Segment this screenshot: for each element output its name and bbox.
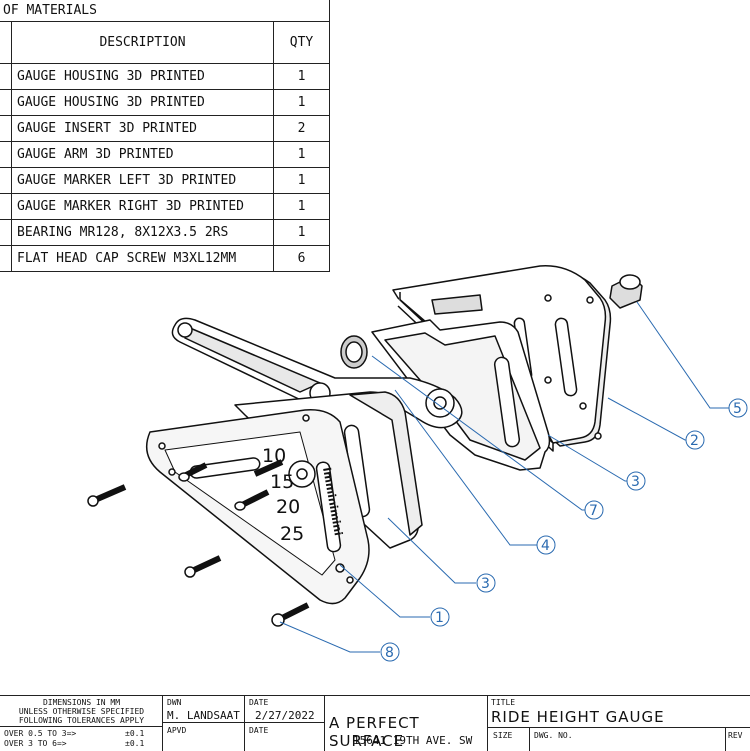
screw-icon bbox=[271, 602, 310, 627]
svg-text:2: 2 bbox=[690, 433, 699, 449]
bom-description: BEARING MR128, 8X12X3.5 2RS bbox=[12, 220, 274, 245]
screw-icon bbox=[184, 555, 222, 578]
part-bearing bbox=[340, 335, 368, 369]
bom-header-description: DESCRIPTION bbox=[12, 22, 274, 63]
bom-description: GAUGE HOUSING 3D PRINTED bbox=[12, 64, 274, 89]
bom-qty: 1 bbox=[274, 220, 330, 245]
company-name: A PERFECT SURFACE bbox=[329, 714, 420, 750]
callout-balloon: 7 bbox=[584, 500, 604, 520]
date-value: 2/27/2022 bbox=[255, 709, 315, 722]
tolerance-value: ±0.1 bbox=[125, 739, 145, 748]
part-gauge-marker bbox=[609, 274, 643, 309]
callout-balloons: 5 2 3 7 4 3 1 8 bbox=[380, 398, 748, 662]
bom-description: GAUGE MARKER LEFT 3D PRINTED bbox=[12, 168, 274, 193]
svg-text:3: 3 bbox=[481, 576, 490, 592]
screws bbox=[87, 459, 310, 627]
gauge-scale: 10 15 20 25 bbox=[262, 445, 304, 545]
apvd-date-label: DATE bbox=[249, 726, 269, 735]
size-label: SIZE bbox=[493, 731, 513, 740]
dwn-value: M. LANDSAAT bbox=[167, 709, 240, 722]
screw-icon bbox=[87, 484, 127, 507]
bom-title: OF MATERIALS bbox=[0, 0, 330, 22]
apvd-label: APVD bbox=[167, 726, 187, 735]
bom-description: GAUGE ARM 3D PRINTED bbox=[12, 142, 274, 167]
part-gauge-insert-back bbox=[371, 319, 551, 471]
screw-icon bbox=[178, 462, 208, 482]
bom-qty: 1 bbox=[274, 90, 330, 115]
rev-label: REV bbox=[728, 731, 743, 740]
date-label: DATE bbox=[249, 698, 269, 707]
bom-qty: 1 bbox=[274, 64, 330, 89]
bom-qty: 1 bbox=[274, 142, 330, 167]
callout-balloon: 5 bbox=[728, 398, 748, 418]
callout-balloon: 3 bbox=[626, 471, 646, 491]
screw-icon bbox=[234, 489, 270, 511]
bom-header-row: DESCRIPTION QTY bbox=[0, 22, 330, 64]
tolerance-value: ±0.1 bbox=[125, 729, 145, 738]
tolerance-range: OVER 3 TO 6=> bbox=[4, 739, 67, 748]
bom-qty: 6 bbox=[274, 246, 330, 271]
callout-balloon: 4 bbox=[536, 535, 556, 555]
company-address: 15641 19TH AVE. SW bbox=[353, 734, 473, 747]
title-label: TITLE bbox=[491, 698, 516, 707]
bom-qty: 1 bbox=[274, 194, 330, 219]
dwn-label: DWN bbox=[167, 698, 182, 707]
screw-icon bbox=[253, 459, 284, 477]
exploded-assembly-drawing: 10 15 20 25 Imminimini bbox=[87, 265, 748, 662]
scale-mark: 20 bbox=[276, 496, 300, 518]
svg-text:1: 1 bbox=[435, 610, 444, 626]
svg-text:5: 5 bbox=[733, 401, 742, 417]
svg-text:4: 4 bbox=[541, 538, 550, 554]
bom-header-qty: QTY bbox=[274, 22, 330, 63]
bom-description: GAUGE INSERT 3D PRINTED bbox=[12, 116, 274, 141]
bom-qty: 1 bbox=[274, 168, 330, 193]
callout-balloon: 2 bbox=[685, 430, 705, 450]
bom-table: DESCRIPTION QTY GAUGE HOUSING 3D PRINTED… bbox=[0, 22, 330, 272]
tolerance-range: OVER 0.5 TO 3=> bbox=[4, 729, 77, 738]
svg-text:8: 8 bbox=[385, 645, 394, 661]
bom-description: GAUGE MARKER RIGHT 3D PRINTED bbox=[12, 194, 274, 219]
callout-balloon: 8 bbox=[380, 642, 400, 662]
svg-text:7: 7 bbox=[589, 503, 598, 519]
scale-mark: 25 bbox=[280, 523, 304, 545]
callout-leaders bbox=[279, 301, 738, 653]
drawing-title: RIDE HEIGHT GAUGE bbox=[491, 708, 665, 726]
tolerance-heading: DIMENSIONS IN MM UNLESS OTHERWISE SPECIF… bbox=[18, 698, 145, 725]
bom-description: FLAT HEAD CAP SCREW M3XL12MM bbox=[12, 246, 274, 271]
callout-balloon: 3 bbox=[476, 573, 496, 593]
callout-balloon: 1 bbox=[430, 607, 450, 627]
title-block: DIMENSIONS IN MM UNLESS OTHERWISE SPECIF… bbox=[0, 695, 750, 751]
scale-mark: 15 bbox=[270, 471, 294, 493]
dwg-no-label: DWG. NO. bbox=[534, 731, 573, 740]
bom-qty: 2 bbox=[274, 116, 330, 141]
svg-text:3: 3 bbox=[631, 474, 640, 490]
bom-description: GAUGE HOUSING 3D PRINTED bbox=[12, 90, 274, 115]
